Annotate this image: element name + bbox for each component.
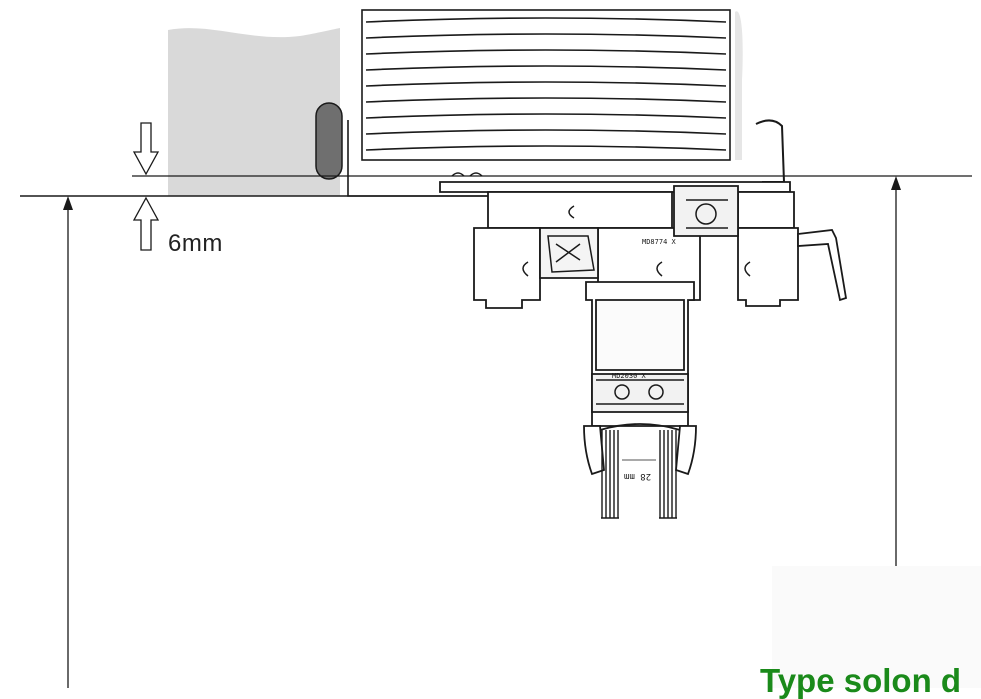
frame-details — [451, 172, 751, 277]
glazing-thickness-label: 28 mm — [624, 471, 651, 481]
glass-pane-left — [601, 430, 619, 519]
caption-panel — [772, 566, 981, 688]
wall-edge — [735, 11, 743, 161]
shutter-box — [361, 9, 731, 161]
sash-profile — [585, 281, 695, 427]
caption-title: Type solon d — [760, 662, 962, 699]
gap-dimension-label: 6mm — [168, 230, 223, 257]
profile-code-lower: MD2030 X — [612, 372, 647, 380]
gap-arrow-down — [132, 122, 160, 176]
dimension-line-right — [891, 176, 901, 576]
glazing-bead — [583, 423, 697, 476]
dimension-line-left — [63, 196, 73, 688]
glass-pane-right — [659, 430, 677, 519]
hook-profile — [755, 119, 786, 183]
seal-profile — [315, 102, 343, 180]
frame-profile — [439, 181, 848, 309]
sash-details — [596, 379, 684, 405]
wall-section — [168, 28, 340, 196]
gap-arrow-up — [132, 196, 160, 251]
profile-code-upper: MD8774 X — [642, 238, 677, 246]
